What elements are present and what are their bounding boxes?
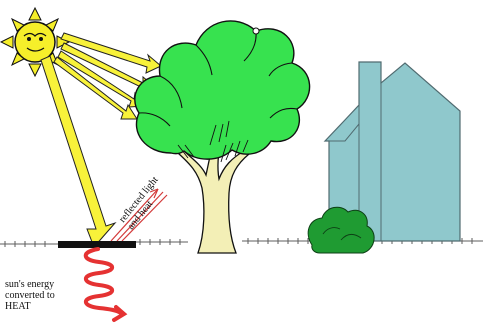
energy-label-line-3: HEAT — [5, 301, 55, 312]
heat-spiral-icon — [86, 249, 124, 320]
ground-patch — [58, 241, 136, 248]
tree-icon — [135, 21, 310, 253]
energy-label-line-2: converted to — [5, 290, 55, 301]
energy-label-line-1: sun's energy — [5, 279, 55, 290]
bush-icon — [308, 207, 374, 253]
energy-converted-label: sun's energy converted to HEAT — [5, 279, 55, 312]
